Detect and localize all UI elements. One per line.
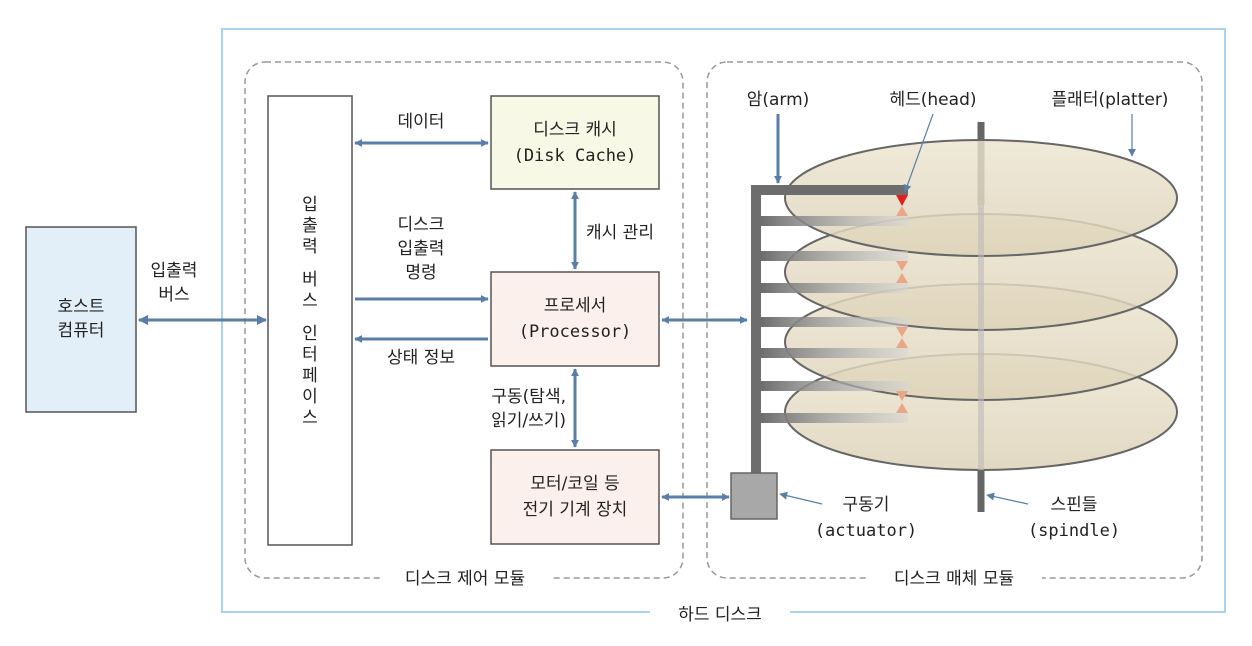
- io-interface-char: 출: [302, 216, 318, 236]
- head-icon: [896, 391, 908, 401]
- processor-line1: 프로세서: [544, 296, 607, 316]
- host-bus-label-line1: 입출력: [151, 261, 198, 281]
- head-icon: [896, 195, 908, 206]
- disk-io-command-line2: 입출력: [398, 239, 445, 259]
- io-interface-char: 력: [302, 237, 318, 257]
- io-interface-char: 스: [302, 291, 318, 311]
- data-label: 데이터: [398, 112, 445, 132]
- head-icon: [896, 206, 908, 216]
- io-interface-char: 버: [302, 270, 318, 290]
- io-interface-label: 입 출 력 버 스 인 터 페 이 스: [302, 195, 318, 428]
- processor-box: [490, 271, 660, 367]
- spindle-line2: (spindle): [1028, 521, 1120, 541]
- arm-branch: [761, 348, 908, 358]
- head-icon: [896, 273, 908, 283]
- io-interface-char: 입: [302, 195, 318, 215]
- host-bus-label-line2: 버스: [158, 285, 189, 305]
- arm-label: 암(arm): [747, 90, 810, 110]
- actuator-line1: 구동기: [843, 495, 890, 515]
- io-interface-box: [267, 95, 353, 546]
- motor-coil-line2: 전기 기계 장치: [523, 500, 628, 520]
- drive-command-line2: 읽기/쓰기): [491, 411, 566, 431]
- spindle-pointer: [986, 492, 1029, 505]
- spindle-line1: 스핀들: [1051, 495, 1098, 515]
- actuator-pointer: [779, 491, 823, 505]
- disk-media-module-label: 디스크 매체 모듈: [894, 569, 1014, 589]
- processor-line2: (Processor): [519, 322, 632, 342]
- head-icon: [896, 338, 908, 348]
- arm-branch: [761, 381, 908, 391]
- disk-control-module-label: 디스크 제어 모듈: [405, 569, 525, 589]
- actuator-line2: (actuator): [815, 521, 917, 541]
- platter-label: 플래터(platter): [1052, 90, 1169, 110]
- head-icon: [896, 327, 908, 337]
- disk-io-command-line1: 디스크: [398, 215, 445, 235]
- head-icon: [896, 403, 908, 413]
- arm-assembly: [730, 185, 908, 520]
- head-icon: [896, 261, 908, 271]
- arm-top: [751, 185, 908, 195]
- io-interface-char: 인: [302, 324, 318, 344]
- status-info-label: 상태 정보: [387, 348, 455, 368]
- io-interface-char: 스: [302, 408, 318, 428]
- arm-branch: [761, 317, 908, 327]
- host-computer-line2: 컴퓨터: [58, 321, 105, 341]
- arm-branch: [761, 216, 908, 226]
- disk-platters: [784, 122, 1178, 512]
- head-label: 헤드(head): [890, 90, 977, 110]
- host-computer-box: [25, 226, 137, 413]
- cache-management-label: 캐시 관리: [586, 223, 654, 243]
- hard-disk-title: 하드 디스크: [678, 605, 762, 625]
- arm-post: [751, 185, 761, 475]
- arm-branch: [761, 283, 908, 293]
- arm-branch: [761, 251, 908, 261]
- head-pointer: [903, 113, 934, 193]
- motor-coil-box: [490, 449, 660, 545]
- io-interface-char: 터: [302, 345, 318, 365]
- host-computer-line1: 호스트: [58, 297, 105, 317]
- disk-cache-line1: 디스크 캐시: [533, 120, 617, 140]
- actuator-box: [730, 472, 778, 520]
- arm-branch: [761, 413, 908, 423]
- io-interface-char: 이: [302, 387, 318, 407]
- drive-command-line1: 구동(탐색,: [491, 387, 566, 407]
- disk-io-command-line3: 명령: [405, 263, 436, 283]
- io-interface-char: 페: [302, 366, 318, 386]
- disk-cache-line2: (Disk Cache): [514, 146, 637, 166]
- disk-cache-box: [490, 95, 660, 190]
- motor-coil-line1: 모터/코일 등: [530, 474, 619, 494]
